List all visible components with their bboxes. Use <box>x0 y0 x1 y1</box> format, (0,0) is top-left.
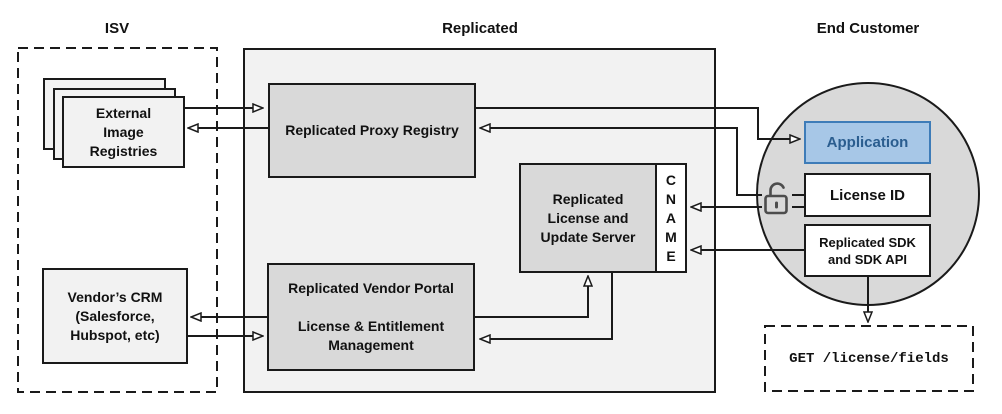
vendor-portal-box: Replicated Vendor Portal License & Entit… <box>267 263 475 371</box>
end-customer-section-label: End Customer <box>816 20 920 37</box>
isv-dashed-container <box>17 47 218 393</box>
replicated-section-label: Replicated <box>442 20 518 37</box>
replicated-sdk-box: Replicated SDK and SDK API <box>804 224 931 277</box>
arrow-proxy-to-application <box>476 107 799 139</box>
vendors-crm-box: Vendor’s CRM (Salesforce, Hubspot, etc) <box>42 268 188 364</box>
arrow-update-server-to-portal <box>481 273 613 339</box>
arrow-portal-to-update-server <box>475 277 588 318</box>
proxy-registry-box: Replicated Proxy Registry <box>268 83 476 178</box>
external-image-registries-box: External Image Registries <box>62 96 185 168</box>
isv-section-label: ISV <box>104 20 130 37</box>
open-padlock-icon <box>762 179 792 217</box>
license-id-box: License ID <box>804 173 931 217</box>
cname-strip: C N A M E <box>655 163 687 273</box>
get-license-fields-label: GET /license/fields <box>789 350 949 367</box>
application-box: Application <box>804 121 931 164</box>
license-update-server-box: Replicated License and Update Server <box>519 163 657 273</box>
get-endpoint-dashed-box <box>764 325 974 392</box>
